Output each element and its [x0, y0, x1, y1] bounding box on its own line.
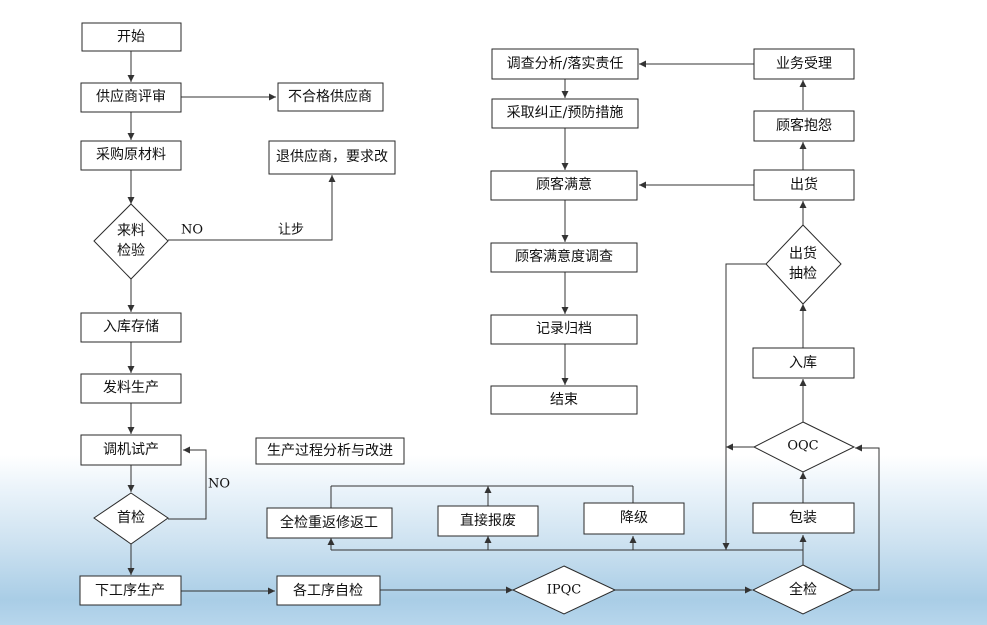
node-shipping-inspection-line1: 出货 [789, 245, 817, 262]
node-process-analysis-label: 生产过程分析与改进 [267, 443, 393, 459]
node-shipping-inspection-line2: 抽检 [789, 266, 817, 282]
edge-label-first-check-no: NO [208, 477, 230, 492]
node-unqualified-supplier-label: 不合格供应商 [288, 88, 372, 105]
node-start-label: 开始 [117, 29, 145, 45]
node-start: 开始 [81, 22, 182, 52]
node-warehouse-storage: 入库存储 [80, 312, 182, 343]
node-packing: 包装 [752, 502, 855, 534]
node-return-supplier: 退供应商，要求改 [268, 140, 396, 175]
node-full-inspection-label: 全检 [789, 581, 817, 598]
node-shipment: 出货 [753, 169, 855, 201]
node-ipqc: IPQC [511, 565, 617, 615]
node-downgrade-label: 降级 [620, 510, 648, 526]
node-customer-complaint: 顾客抱怨 [753, 110, 855, 142]
node-business-acceptance: 业务受理 [753, 48, 855, 80]
node-purchase-material-label: 采购原材料 [96, 147, 166, 163]
node-store-label: 入库 [789, 355, 817, 371]
node-supplier-review: 供应商评审 [80, 82, 182, 113]
node-oqc: OQC [752, 421, 856, 473]
node-first-inspection: 首检 [93, 492, 169, 545]
edge-shipcheck-fail [722, 263, 766, 550]
node-incoming-inspection: 来料 检验 [93, 203, 169, 280]
node-purchase-material: 采购原材料 [80, 140, 182, 171]
node-issue-production-label: 发料生产 [103, 380, 159, 396]
node-trial-production: 调机试产 [80, 434, 182, 466]
edge-incoming-no-to-return [168, 175, 336, 241]
node-trial-production-label: 调机试产 [103, 442, 159, 458]
node-ipqc-label: IPQC [547, 583, 582, 598]
node-unqualified-supplier: 不合格供应商 [277, 82, 384, 112]
node-record-archive-label: 记录归档 [536, 320, 592, 337]
node-end: 结束 [490, 385, 638, 415]
node-corrective-action-label: 采取纠正/预防措施 [507, 105, 624, 121]
node-investigation-label: 调查分析/落实责任 [507, 56, 624, 72]
node-rework-label: 全检重返修返工 [280, 514, 378, 531]
node-satisfaction-survey-label: 顾客满意度调查 [515, 248, 613, 265]
node-first-inspection-label: 首检 [117, 510, 145, 526]
node-end-label: 结束 [550, 392, 578, 408]
edge-labels: NO 让步 NO [181, 223, 304, 492]
node-investigation: 调查分析/落实责任 [491, 48, 639, 80]
node-business-acceptance-label: 业务受理 [776, 56, 832, 72]
edge-label-incoming-no: NO [181, 223, 203, 238]
node-direct-scrap: 直接报废 [437, 505, 539, 537]
node-shipment-label: 出货 [790, 176, 818, 193]
node-supplier-review-label: 供应商评审 [96, 88, 166, 105]
node-oqc-label: OQC [787, 439, 818, 454]
node-direct-scrap-label: 直接报废 [460, 512, 516, 529]
node-return-supplier-label: 退供应商，要求改 [276, 148, 388, 165]
node-incoming-inspection-line2: 检验 [117, 243, 145, 259]
node-store: 入库 [752, 347, 855, 379]
node-self-check: 各工序自检 [276, 575, 381, 606]
node-shipping-inspection: 出货 抽检 [765, 224, 842, 305]
node-process-analysis: 生产过程分析与改进 [255, 437, 405, 465]
node-issue-production: 发料生产 [80, 373, 182, 404]
node-incoming-inspection-line1: 来料 [117, 223, 145, 239]
node-next-process: 下工序生产 [79, 575, 182, 606]
node-self-check-label: 各工序自检 [293, 583, 363, 599]
node-next-process-label: 下工序生产 [95, 583, 165, 599]
node-customer-complaint-label: 顾客抱怨 [776, 117, 832, 134]
edges [127, 51, 880, 595]
edge-label-concession: 让步 [278, 223, 304, 238]
nodes: 开始 供应商评审 不合格供应商 采购原材料 退供应商，要求改 来料 检验 入库存… [79, 22, 856, 615]
edge-full-to-oqc [853, 444, 880, 591]
node-downgrade: 降级 [583, 502, 685, 535]
node-rework: 全检重返修返工 [266, 507, 393, 539]
node-customer-satisfied: 顾客满意 [490, 170, 638, 201]
node-packing-label: 包装 [789, 510, 817, 526]
node-corrective-action: 采取纠正/预防措施 [491, 98, 639, 129]
node-warehouse-storage-label: 入库存储 [103, 319, 159, 335]
node-satisfaction-survey: 顾客满意度调查 [490, 242, 638, 273]
edge-first-no-to-trial [168, 446, 207, 520]
node-customer-satisfied-label: 顾客满意 [536, 176, 592, 193]
node-record-archive: 记录归档 [490, 314, 638, 345]
node-full-inspection: 全检 [751, 564, 855, 615]
